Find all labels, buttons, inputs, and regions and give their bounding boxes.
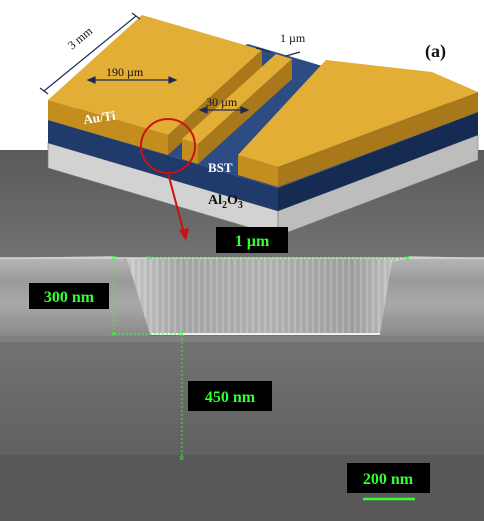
dim-3mm-tick-b [131, 12, 141, 20]
dim-3mm-tick-a [39, 87, 49, 95]
electrode-right-front [238, 155, 278, 187]
dim-1um-arrow-b [285, 51, 301, 57]
layer-film-label: BST [208, 160, 233, 175]
electrode-left-top [48, 15, 262, 135]
electrode-right-side [278, 92, 478, 187]
bst-front [48, 120, 278, 211]
dimension-lines [39, 12, 301, 114]
substrate-label-sub2: 3 [238, 200, 243, 211]
sem-interface-band [0, 336, 484, 342]
meas-marker-5: × [179, 329, 184, 339]
scale-bar-label: 200 nm [363, 471, 414, 488]
panel-label: (a) [425, 41, 446, 62]
dim-30-label: 30 µm [206, 95, 238, 109]
electrode-mid-top [182, 54, 292, 144]
electrode-left-front [48, 100, 168, 155]
dim-3mm-label: 3 mm [65, 23, 96, 52]
meas-marker-1: × [111, 253, 116, 263]
bst-side [278, 112, 478, 211]
label-gap-width: 1 µm [235, 233, 270, 250]
layer-metal-label: Au/Ti [82, 108, 116, 127]
dim-1um-arrow-a [255, 47, 271, 53]
meas-marker-6: × [179, 453, 184, 463]
meas-marker-3: × [405, 253, 410, 263]
label-substrate-depth-box [188, 381, 272, 411]
dim-30-head-a [198, 106, 208, 114]
label-film-depth-box [29, 283, 109, 309]
meas-marker-4: × [111, 329, 116, 339]
dim-190-head-a [86, 76, 96, 84]
sem-trench-streaks [126, 258, 410, 334]
substrate-label-sub1: 2 [222, 200, 227, 211]
zoom-arrow-head [179, 228, 189, 241]
label-substrate-depth: 450 nm [205, 389, 256, 406]
dim-190-label: 190 µm [106, 65, 144, 79]
layer-substrate-label: Al2O3 [208, 193, 243, 211]
sem-measurements: × × × × × × 1 µm 300 nm 450 nm 200 nm [29, 227, 430, 501]
device-schematic: 3 mm 190 µm 30 µm 1 µm Au/Ti BST Al2O3 (… [39, 12, 479, 241]
dim-190-head-b [168, 76, 178, 84]
dim-3mm-line [43, 15, 137, 92]
scale-bar-box [347, 463, 430, 493]
substrate-label-o: O [227, 193, 238, 208]
dim-1um-label: 1 µm [280, 31, 306, 45]
electrode-right-top2 [238, 60, 478, 167]
sem-film-right [380, 256, 484, 336]
substrate-label-al: Al [208, 193, 222, 208]
zoom-arrow-line [167, 172, 185, 234]
dim-30-head-b [240, 106, 250, 114]
label-film-depth: 300 nm [44, 289, 95, 306]
electrode-left-side [168, 50, 262, 155]
meas-marker-2: × [146, 253, 151, 263]
label-gap-width-box [216, 227, 288, 253]
